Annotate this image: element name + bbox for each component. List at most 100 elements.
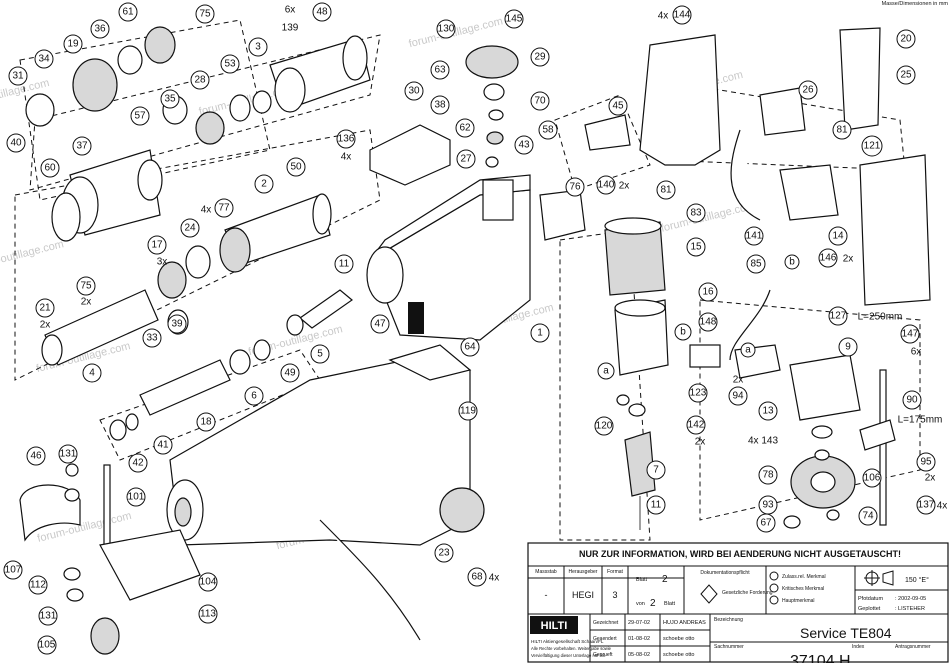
svg-text:19: 19: [67, 39, 79, 50]
callout-78: 78: [758, 465, 778, 485]
callout-130: 130: [436, 19, 456, 39]
callout-95: 95: [916, 452, 936, 472]
callout-a: a: [597, 362, 615, 380]
callout-24: 24: [180, 218, 200, 238]
sachnummer-value: 37104 H: [790, 653, 851, 663]
callout-142: 142: [686, 415, 706, 435]
gear-and-cover-parts: [369, 45, 631, 241]
svg-text:127: 127: [830, 311, 847, 322]
callout-131: 131: [58, 444, 78, 464]
callout-144-qty: 4x: [658, 11, 669, 22]
svg-text:28: 28: [194, 75, 206, 86]
row-gezeichnet-label: Gezeichnet: [593, 620, 619, 626]
brand-logo-text: HILTI: [541, 620, 568, 632]
callout-136-qty: 4x: [341, 152, 352, 163]
val-herausgeber: HEGI: [572, 590, 594, 600]
svg-text:93: 93: [762, 500, 774, 511]
callout-b: b: [674, 323, 692, 341]
legend-circle-1: [769, 571, 779, 581]
callout-127-length: L=250mm: [858, 312, 903, 323]
company-line-3: Vervielfältigung dieser Unterlage nur mi…: [531, 653, 606, 658]
svg-text:15: 15: [690, 242, 702, 253]
svg-text:36: 36: [94, 24, 106, 35]
callout-70: 70: [530, 91, 550, 111]
callout-18: 18: [196, 412, 216, 432]
svg-text:61: 61: [122, 7, 134, 18]
callout-5: 5: [310, 344, 330, 364]
svg-text:35: 35: [164, 94, 176, 105]
sachnummer-label: Sachnummer: [714, 644, 744, 650]
svg-text:148: 148: [700, 317, 717, 328]
callout-146: 146: [818, 248, 838, 268]
svg-text:33: 33: [146, 333, 158, 344]
svg-text:83: 83: [690, 208, 702, 219]
callout-63: 63: [430, 60, 450, 80]
callout-50: 50: [286, 157, 306, 177]
callout-95-qty: 2x: [925, 473, 936, 484]
callout-35: 35: [160, 89, 180, 109]
svg-text:75: 75: [80, 281, 92, 292]
col-herausgeber: Herausgeber: [569, 569, 598, 575]
row-geprueft-label: Geprueft: [593, 652, 613, 658]
callout-146-qty: 2x: [843, 254, 854, 265]
callout-16: 16: [698, 282, 718, 302]
bezeichnung-value: Service TE804: [800, 625, 892, 641]
callout-120: 120: [594, 416, 614, 436]
svg-text:5: 5: [317, 349, 323, 360]
diamond-icon: [700, 584, 718, 604]
svg-text:53: 53: [224, 59, 236, 70]
svg-text:6: 6: [251, 391, 257, 402]
callout-11: 11: [334, 254, 354, 274]
callout-142-qty: 2x: [695, 437, 706, 448]
svg-text:106: 106: [864, 473, 881, 484]
callout-112: 112: [28, 575, 48, 595]
callout-140: 140: [596, 175, 616, 195]
callout-77: 77: [214, 198, 234, 218]
callout-43: 43: [514, 135, 534, 155]
notice-text: NUR ZUR INFORMATION, WIRD BEI AENDERUNG …: [579, 549, 901, 559]
svg-text:34: 34: [38, 54, 50, 65]
svg-text:27: 27: [460, 154, 472, 165]
row-geprueft-name: schoebe otto: [663, 652, 695, 658]
svg-text:90: 90: [906, 395, 918, 406]
legend-2: Kritisches Merkmal: [782, 586, 824, 592]
callout-30: 30: [404, 81, 424, 101]
callout-48: 48: [312, 2, 332, 22]
svg-text:57: 57: [134, 111, 146, 122]
side-handle-parts: [19, 463, 485, 655]
callout-90: 90: [902, 390, 922, 410]
callout-31: 31: [8, 66, 28, 86]
svg-text:144: 144: [674, 10, 691, 21]
corner-header: Masse/Dimensionen in mm: [882, 1, 949, 7]
callout-74: 74: [858, 506, 878, 526]
svg-text:14: 14: [832, 231, 844, 242]
svg-text:63: 63: [434, 65, 446, 76]
callout-143: 4x 143: [748, 436, 778, 447]
svg-text:131: 131: [60, 449, 77, 460]
callout-119: 119: [458, 401, 478, 421]
index-label: Index: [852, 644, 865, 650]
callout-27: 27: [456, 149, 476, 169]
watermark-4: forum-outillage.com: [0, 238, 65, 273]
svg-text:64: 64: [464, 342, 476, 353]
callout-49: 49: [280, 363, 300, 383]
svg-text:48: 48: [316, 7, 328, 18]
callout-4: 4: [82, 363, 102, 383]
callout-101: 101: [126, 487, 146, 507]
row-geaendert-name: schoebe otto: [663, 636, 695, 642]
callout-147: 147: [900, 324, 920, 344]
callout-2: 2: [254, 174, 274, 194]
company-line-1: HILTI Aktiengesellschaft Schaan/FL: [531, 639, 604, 644]
callout-144: 144: [672, 5, 692, 25]
legend-1: Zulass.rel. Merkmal: [782, 574, 826, 580]
callout-2x-a: 2x: [81, 297, 92, 308]
svg-text:146: 146: [820, 253, 837, 264]
callout-140-qty: 2x: [619, 181, 630, 192]
pfotdatum-label: Pfotdatum: [858, 596, 883, 602]
svg-text:74: 74: [862, 511, 874, 522]
callout-94-qty: 2x: [733, 375, 744, 386]
callout-75: 75: [195, 4, 215, 24]
val-massstab: -: [545, 590, 548, 600]
doc-pflicht: Dokumentationspflicht: [700, 570, 750, 576]
